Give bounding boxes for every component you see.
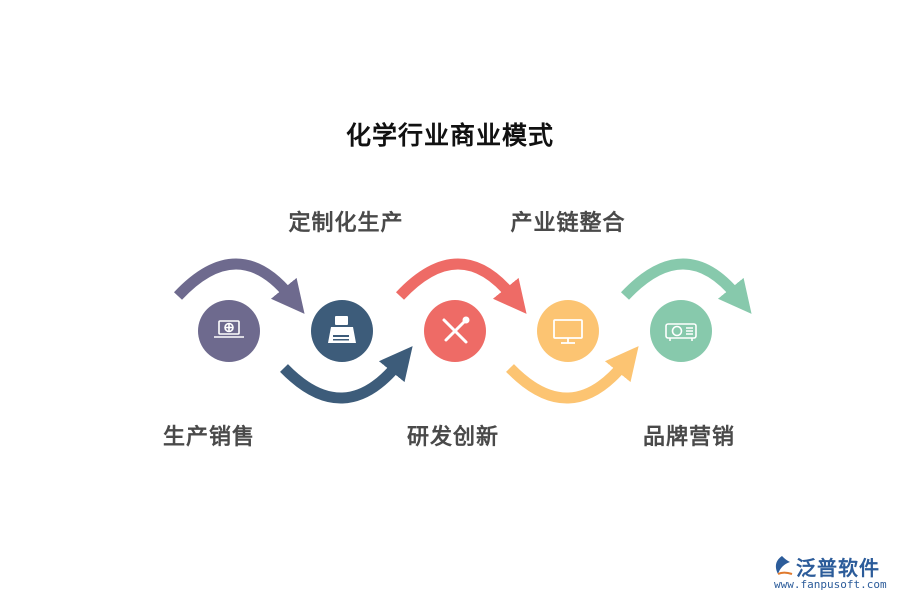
flow-arrow-1: [173, 258, 305, 314]
step-node-3: [424, 300, 486, 362]
step-node-5: [650, 300, 712, 362]
step-label-5: 品牌营销: [642, 425, 735, 450]
step-node-4: [537, 300, 599, 362]
typewriter-icon: [328, 316, 356, 343]
step-node-1: [198, 300, 260, 362]
brand-name: 泛普软件: [796, 556, 880, 580]
step-node-2: [311, 300, 373, 362]
brand-url: www.fanpusoft.com: [774, 578, 887, 591]
brand-logo-icon: [775, 556, 793, 575]
projector-icon: [665, 323, 697, 341]
flow-arrow-2: [280, 346, 413, 404]
tools-icon: [442, 316, 470, 344]
brand-watermark: 泛普软件 www.fanpusoft.com: [770, 552, 895, 596]
step-label-3: 研发创新: [406, 425, 499, 450]
diagram-title: 化学行业商业模式: [345, 121, 554, 150]
flow-arrow-4: [506, 346, 639, 404]
flow-arrow-5: [620, 258, 752, 314]
step-label-2: 定制化生产: [288, 211, 404, 236]
laptop-globe-icon: [214, 320, 244, 338]
step-label-4: 产业链整合: [510, 211, 626, 236]
flow-arrow-3: [395, 258, 527, 314]
monitor-icon: [553, 319, 583, 344]
step-label-1: 生产销售: [162, 425, 255, 450]
